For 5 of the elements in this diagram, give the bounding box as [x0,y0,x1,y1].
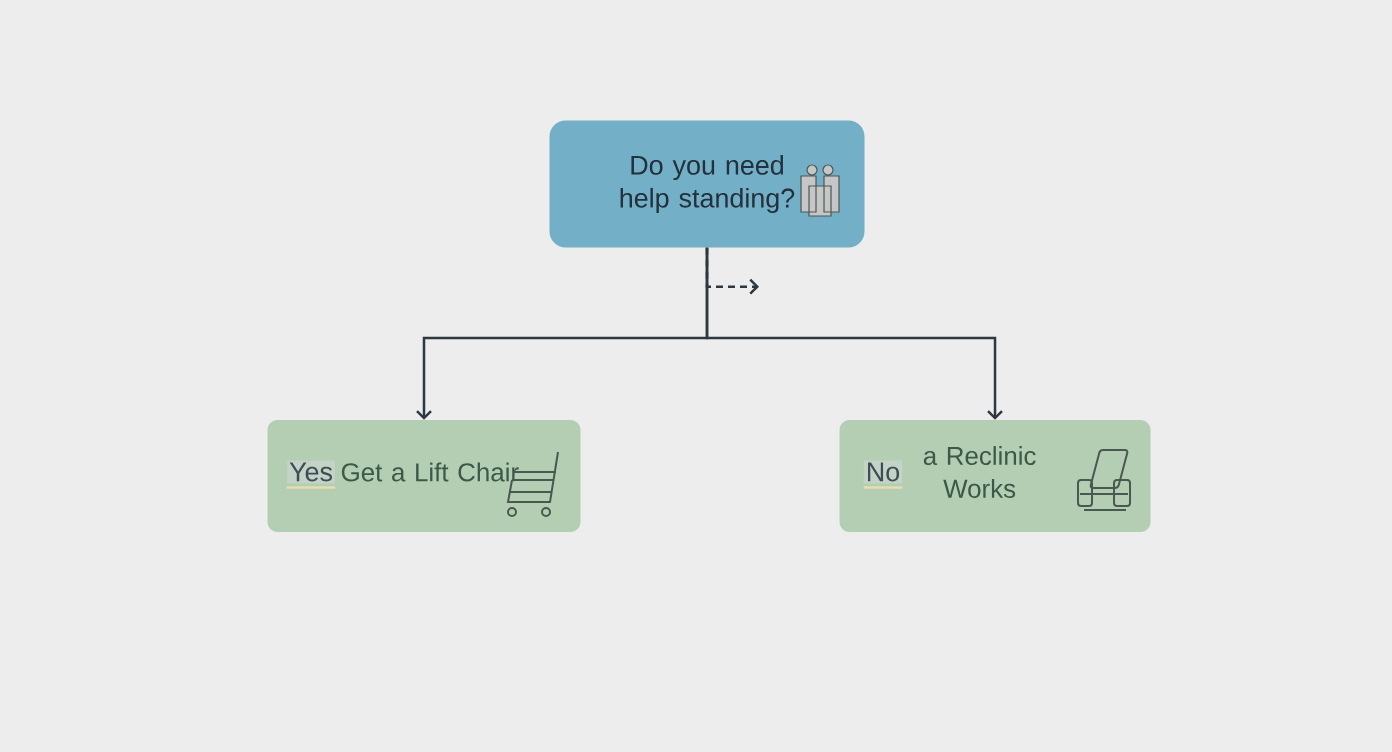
answer-text: Get a Lift Chair [341,462,519,482]
answer-text: a Reclinic Works [923,446,1036,498]
answer-tag: Yes [287,460,335,484]
question-box: Do you need help standing? [549,120,865,248]
arrow [705,247,759,295]
